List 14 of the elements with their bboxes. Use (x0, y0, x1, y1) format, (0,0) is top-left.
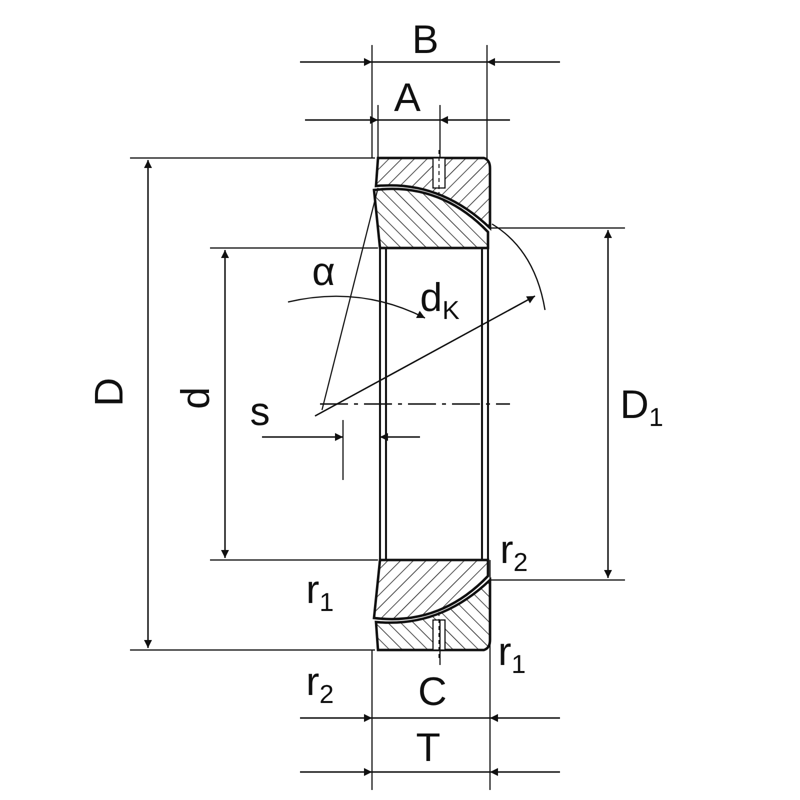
dimension-label: d (176, 386, 216, 410)
angle-label: α (312, 252, 336, 292)
radius-label: r$_{1}$ (498, 632, 526, 677)
radius-label: r$_{2}$ (306, 662, 334, 707)
dimension-label: A (394, 78, 421, 118)
dimension-label: T (416, 728, 440, 768)
dimension-label: D$_{1}$ (620, 385, 664, 430)
dimension-label: D (89, 378, 130, 406)
radius-label: r$_{1}$ (306, 570, 334, 615)
radius-label: r$_{2}$ (500, 530, 528, 575)
dimension-label: d$_{K}$ (420, 278, 460, 323)
dimension-label: C (418, 672, 447, 712)
dimension-label: s (250, 392, 270, 432)
dimension-label: B (412, 20, 439, 60)
